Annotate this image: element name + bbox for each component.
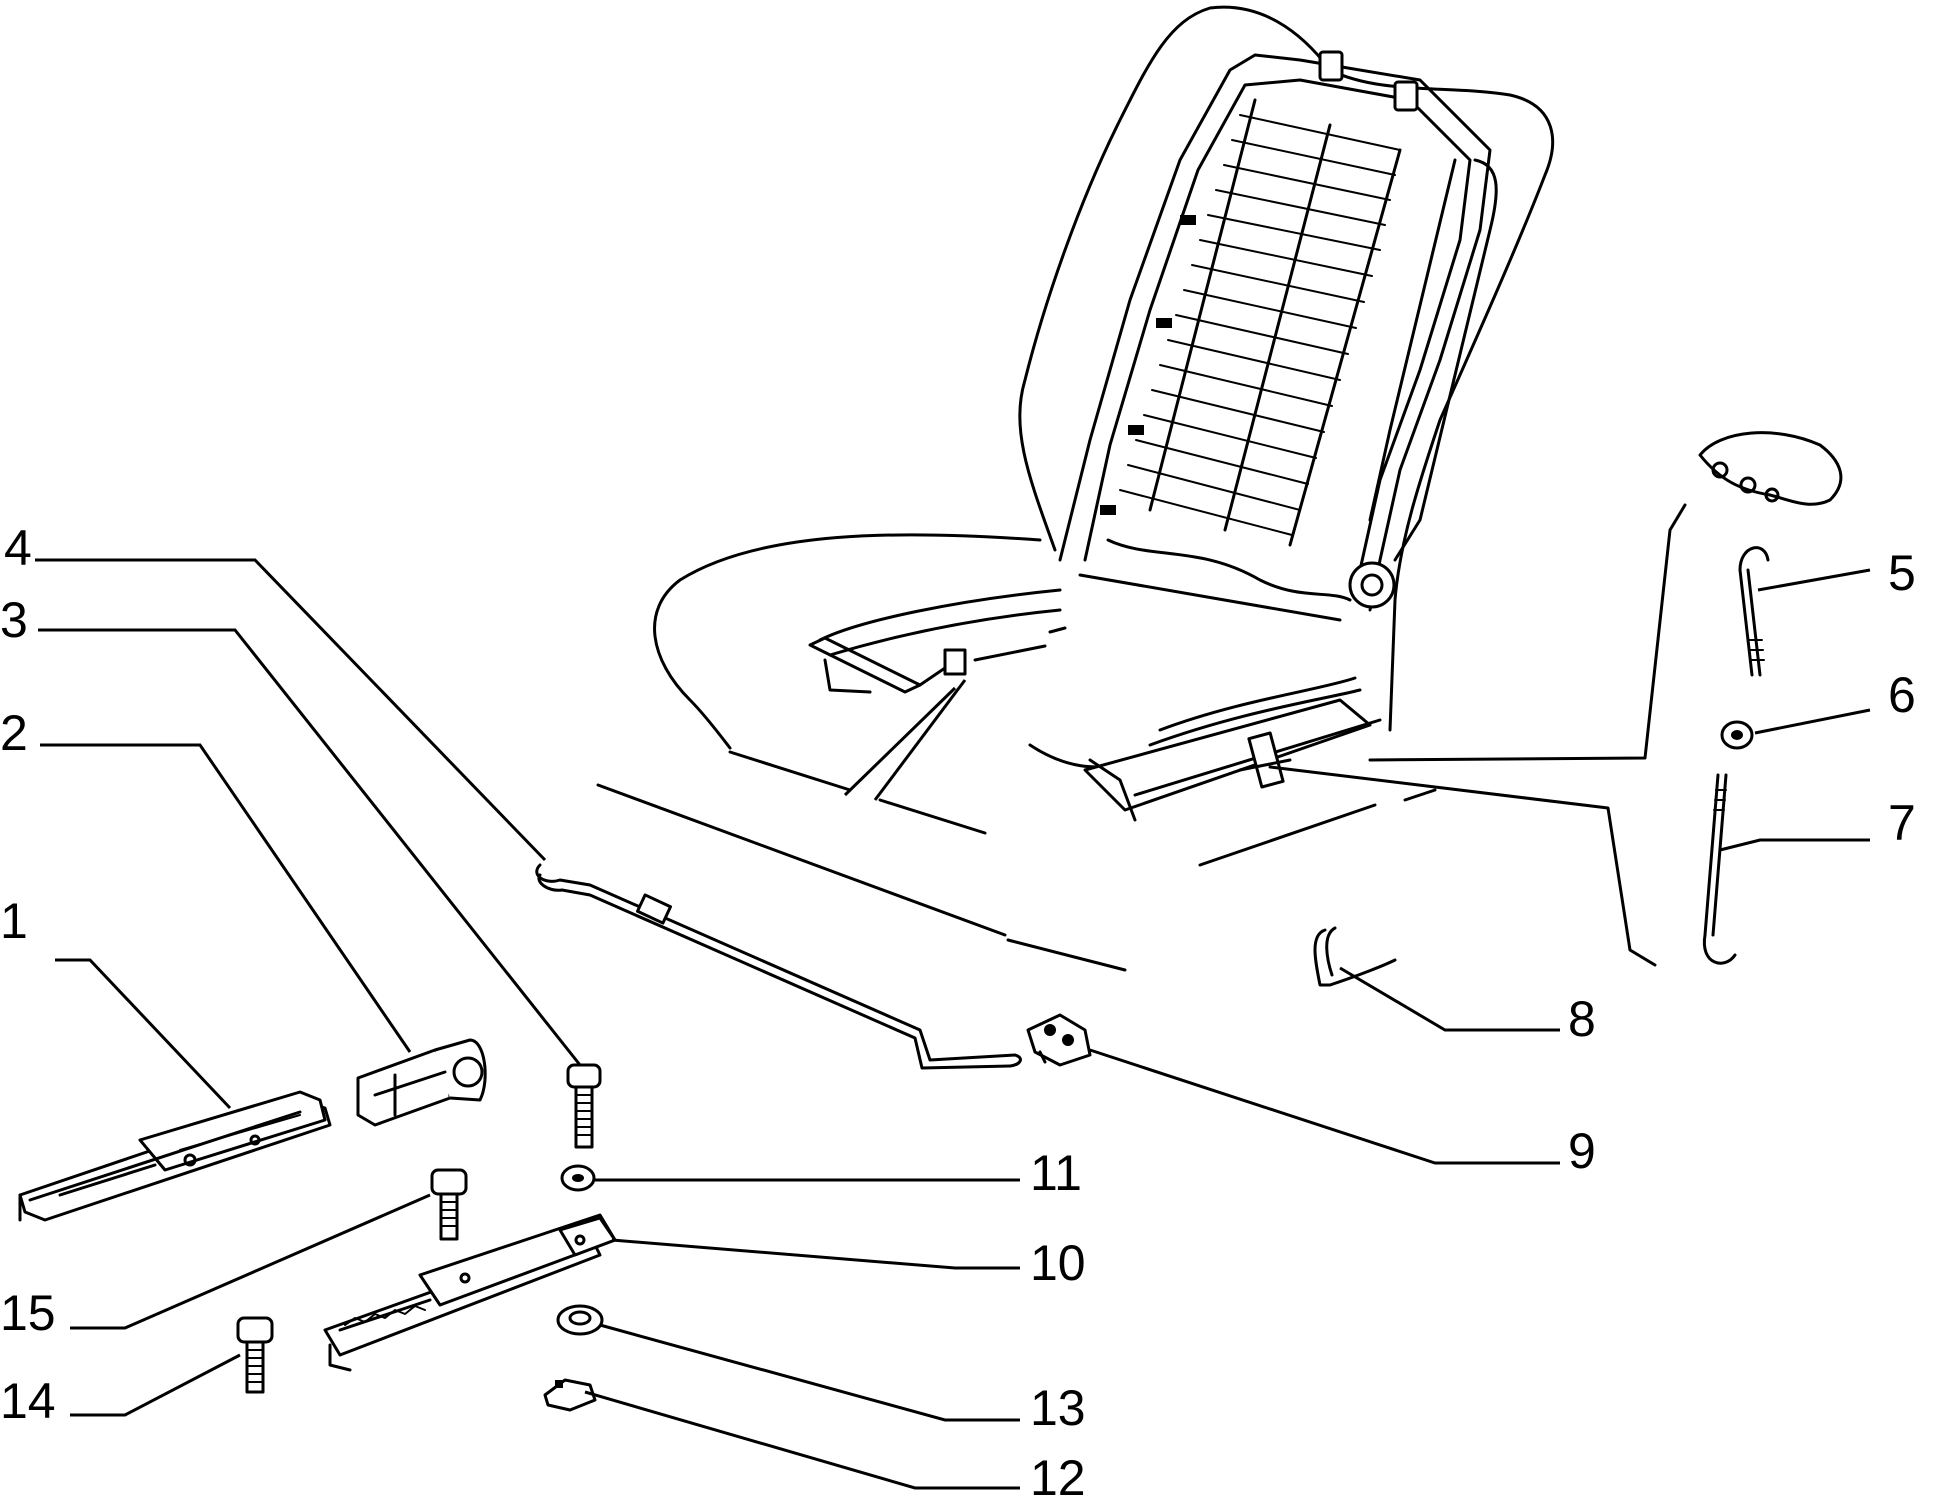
callout-11: 11 <box>1030 1145 1082 1201</box>
callout-9: 9 <box>1568 1123 1596 1179</box>
part-2-latch <box>356 1038 487 1127</box>
rod-connector <box>636 893 672 925</box>
adjuster-knob <box>1698 431 1843 506</box>
part-8-hook <box>1313 926 1397 987</box>
leader-10 <box>611 1238 1020 1270</box>
callout-5: 5 <box>1888 545 1916 601</box>
leader-3 <box>38 628 582 1066</box>
headrest-post-right <box>1393 80 1419 112</box>
seat-base-mechanism <box>808 588 1382 822</box>
part-4-rod <box>535 863 1022 1070</box>
part-6-nut <box>1720 720 1754 750</box>
part-13-nut <box>556 1304 604 1336</box>
callout-3: 3 <box>0 592 28 648</box>
part-9-cable-clip <box>1026 1013 1092 1067</box>
part-11-washer <box>560 1164 596 1192</box>
knob-assembly-bracket <box>1268 503 1687 967</box>
leader-2 <box>40 743 412 1053</box>
headrest-post-left <box>1318 50 1344 82</box>
leader-5 <box>1757 568 1871 592</box>
seat-backrest <box>1018 5 1554 732</box>
callout-15: 15 <box>0 1285 56 1341</box>
backrest-slats <box>1119 114 1401 536</box>
callout-14: 14 <box>0 1373 56 1429</box>
leader-8 <box>1339 966 1560 1032</box>
callout-13: 13 <box>1030 1380 1086 1436</box>
part-10-adjuster-rail <box>323 1213 617 1372</box>
callout-4: 4 <box>4 520 32 576</box>
callout-labels: 1 2 3 4 5 6 7 8 9 10 11 12 13 14 15 <box>0 520 1916 1498</box>
callout-6: 6 <box>1888 667 1916 723</box>
part-12-clip <box>543 1378 597 1412</box>
callout-12: 12 <box>1030 1450 1086 1498</box>
leader-1 <box>55 958 232 1110</box>
leader-14 <box>70 1353 241 1417</box>
part-5-hook-rod <box>1738 546 1770 677</box>
cable-clip <box>943 648 967 676</box>
seat-cushion-outline <box>596 533 1437 972</box>
callout-10: 10 <box>1030 1235 1086 1291</box>
leader-15 <box>70 1193 431 1330</box>
callout-7: 7 <box>1888 795 1916 851</box>
leader-lines <box>35 558 1871 1490</box>
leader-12 <box>584 1390 1020 1490</box>
part-7-hook-rod <box>1702 773 1737 965</box>
part-15-bolt <box>430 1168 468 1241</box>
callout-1: 1 <box>0 893 28 949</box>
recline-lever-post <box>1247 731 1285 789</box>
leader-9 <box>1089 1048 1560 1165</box>
recliner-hinge <box>1348 561 1396 609</box>
callout-8: 8 <box>1568 991 1596 1047</box>
part-3-bolt <box>566 1063 602 1149</box>
leader-6 <box>1754 708 1871 735</box>
part-1-seat-rail <box>18 1090 332 1222</box>
part-14-bolt <box>236 1316 274 1394</box>
callout-2: 2 <box>0 705 28 761</box>
leader-7 <box>1719 838 1870 852</box>
leader-13 <box>599 1323 1020 1422</box>
leader-4 <box>35 558 547 862</box>
